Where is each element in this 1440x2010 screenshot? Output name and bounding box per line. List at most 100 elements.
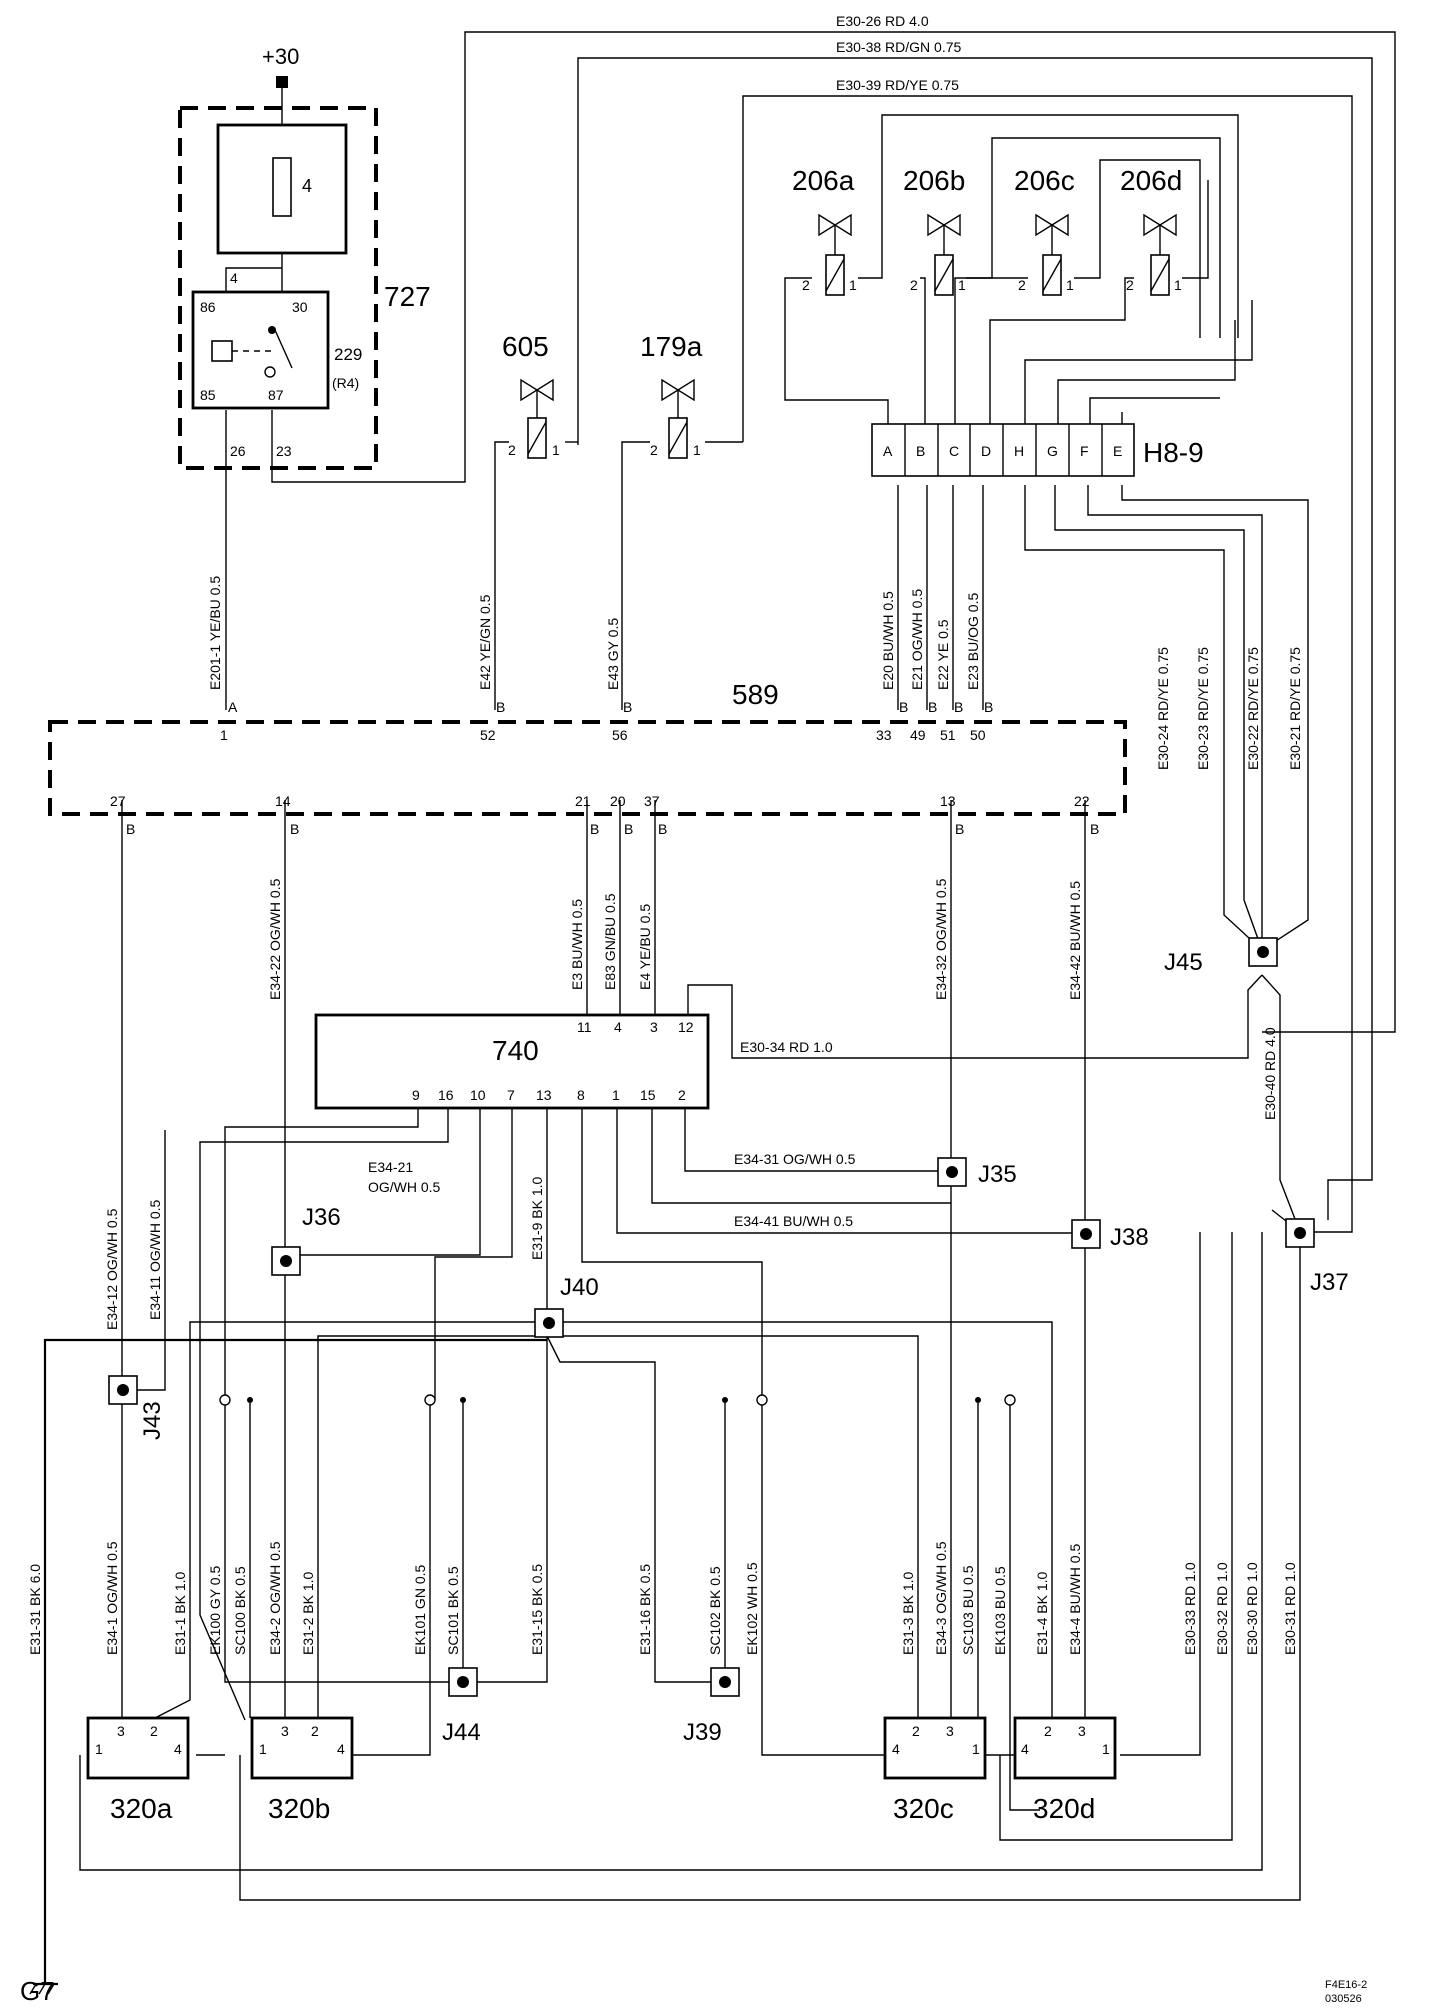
shield-rings bbox=[219, 1394, 1016, 1406]
svg-text:2: 2 bbox=[150, 1723, 158, 1739]
ground-label: G7 bbox=[20, 1976, 55, 2006]
relay-pin-4: 4 bbox=[230, 270, 238, 286]
splice-j45: J45 bbox=[1164, 949, 1203, 976]
svg-text:E30-33 RD 1.0: E30-33 RD 1.0 bbox=[1182, 1562, 1198, 1655]
svg-text:2: 2 bbox=[1018, 277, 1026, 293]
sensor-320d-label: 320d bbox=[1033, 1793, 1095, 1824]
sensor-320d bbox=[1013, 1716, 1117, 1780]
supply-label: +30 bbox=[262, 44, 299, 69]
svg-text:EK100 GY 0.5: EK100 GY 0.5 bbox=[207, 1566, 223, 1655]
svg-text:EK103 BU 0.5: EK103 BU 0.5 bbox=[992, 1566, 1008, 1655]
svg-text:7: 7 bbox=[507, 1087, 515, 1103]
connector-589 bbox=[48, 720, 1127, 816]
svg-text:SC102 BK 0.5: SC102 BK 0.5 bbox=[707, 1566, 723, 1655]
svg-text:2: 2 bbox=[1126, 277, 1134, 293]
c589-pin-21: 21 bbox=[575, 793, 591, 809]
h89-pin-a: A bbox=[883, 443, 893, 459]
c589-pin-1: 1 bbox=[220, 727, 228, 743]
valve-206b-icon bbox=[927, 213, 961, 296]
fuse-icon bbox=[272, 157, 292, 217]
h89-label: H8-9 bbox=[1143, 437, 1204, 468]
svg-text:4: 4 bbox=[614, 1019, 622, 1035]
sensor-320a-label: 320a bbox=[110, 1793, 173, 1824]
svg-text:E34-12 OG/WH 0.5: E34-12 OG/WH 0.5 bbox=[104, 1208, 120, 1330]
wire-labels-horizontal: E30-26 RD 4.0 E30-38 RD/GN 0.75 E30-39 R… bbox=[368, 13, 961, 1229]
h89-pin-f: F bbox=[1080, 443, 1089, 459]
svg-text:E3 BU/WH 0.5: E3 BU/WH 0.5 bbox=[569, 899, 585, 990]
connector-589-label: 589 bbox=[732, 679, 779, 710]
splice-j39: J39 bbox=[683, 1719, 722, 1746]
sensor-320a bbox=[86, 1716, 190, 1780]
c589-pin-33: 33 bbox=[876, 727, 892, 743]
svg-text:B: B bbox=[623, 699, 632, 715]
svg-text:2: 2 bbox=[802, 277, 810, 293]
svg-text:12: 12 bbox=[678, 1019, 694, 1035]
wire-e30-26: E30-26 RD 4.0 bbox=[836, 13, 929, 29]
svg-text:15: 15 bbox=[640, 1087, 656, 1103]
svg-text:E34-4 BU/WH 0.5: E34-4 BU/WH 0.5 bbox=[1067, 1544, 1083, 1655]
svg-text:1: 1 bbox=[693, 442, 701, 458]
svg-text:4: 4 bbox=[892, 1741, 900, 1757]
valve-206d-icon bbox=[1143, 213, 1177, 296]
svg-text:E31-15 BK 0.5: E31-15 BK 0.5 bbox=[529, 1564, 545, 1655]
svg-text:E30-40 RD 4.0: E30-40 RD 4.0 bbox=[1262, 1027, 1278, 1120]
svg-text:9: 9 bbox=[412, 1087, 420, 1103]
sensor-320b bbox=[250, 1716, 354, 1780]
svg-text:8: 8 bbox=[577, 1087, 585, 1103]
svg-text:4: 4 bbox=[337, 1741, 345, 1757]
splice-j35: J35 bbox=[978, 1161, 1017, 1188]
wires bbox=[43, 31, 1396, 1984]
relay-pin-85: 85 bbox=[200, 387, 216, 403]
h89-pin-b: B bbox=[916, 443, 925, 459]
svg-text:1: 1 bbox=[552, 442, 560, 458]
module-740-label: 740 bbox=[492, 1035, 539, 1066]
svg-text:B: B bbox=[1090, 821, 1099, 837]
wire-e34-31: E34-31 OG/WH 0.5 bbox=[734, 1151, 856, 1167]
svg-text:11: 11 bbox=[577, 1019, 592, 1035]
svg-text:4: 4 bbox=[174, 1741, 182, 1757]
connector-h8-9 bbox=[871, 423, 1135, 477]
svg-text:1: 1 bbox=[1066, 277, 1074, 293]
svg-text:E34-1 OG/WH 0.5: E34-1 OG/WH 0.5 bbox=[104, 1541, 120, 1655]
relay-pin-86: 86 bbox=[200, 299, 216, 315]
sensor-320b-label: 320b bbox=[268, 1793, 330, 1824]
svg-text:E30-24 RD/YE 0.75: E30-24 RD/YE 0.75 bbox=[1155, 647, 1171, 770]
footer-date: 030526 bbox=[1325, 1993, 1362, 2005]
svg-text:E34-22 OG/WH 0.5: E34-22 OG/WH 0.5 bbox=[267, 878, 283, 1000]
h89-pin-g: G bbox=[1047, 443, 1058, 459]
svg-text:B: B bbox=[126, 821, 135, 837]
valve-206a-label: 206a bbox=[792, 165, 855, 196]
svg-text:E30-23 RD/YE 0.75: E30-23 RD/YE 0.75 bbox=[1195, 647, 1211, 770]
splice-j40: J40 bbox=[560, 1274, 599, 1301]
svg-text:E4 YE/BU 0.5: E4 YE/BU 0.5 bbox=[637, 904, 653, 990]
sensor-320c bbox=[883, 1716, 987, 1780]
svg-text:13: 13 bbox=[536, 1087, 552, 1103]
relay-pin-26: 26 bbox=[230, 443, 246, 459]
module-740 bbox=[314, 1013, 710, 1110]
c589-pin-20: 20 bbox=[610, 793, 626, 809]
svg-text:E30-21 RD/YE 0.75: E30-21 RD/YE 0.75 bbox=[1287, 647, 1303, 770]
svg-text:E34-32 OG/WH 0.5: E34-32 OG/WH 0.5 bbox=[933, 878, 949, 1000]
svg-text:E34-2 OG/WH 0.5: E34-2 OG/WH 0.5 bbox=[267, 1541, 283, 1655]
h89-pin-d: D bbox=[981, 443, 991, 459]
splices bbox=[108, 937, 1315, 1697]
svg-text:3: 3 bbox=[650, 1019, 658, 1035]
svg-text:3: 3 bbox=[1078, 1723, 1086, 1739]
svg-text:1: 1 bbox=[259, 1741, 267, 1757]
svg-text:B: B bbox=[496, 699, 505, 715]
svg-text:E21 OG/WH 0.5: E21 OG/WH 0.5 bbox=[909, 589, 925, 690]
svg-text:B: B bbox=[590, 821, 599, 837]
c589-pin-52: 52 bbox=[480, 727, 496, 743]
svg-text:B: B bbox=[955, 821, 964, 837]
svg-text:1: 1 bbox=[1102, 1741, 1110, 1757]
svg-text:E42 YE/GN 0.5: E42 YE/GN 0.5 bbox=[477, 594, 493, 690]
splice-j37: J37 bbox=[1310, 1269, 1349, 1296]
svg-text:16: 16 bbox=[438, 1087, 454, 1103]
splice-j43: J43 bbox=[139, 1401, 166, 1440]
labels: +30 4 727 229 (R4) 4 86 30 85 87 26 23 6… bbox=[20, 44, 1367, 2006]
svg-text:E31-4 BK 1.0: E31-4 BK 1.0 bbox=[1034, 1572, 1050, 1655]
svg-text:E31-9 BK 1.0: E31-9 BK 1.0 bbox=[529, 1177, 545, 1260]
h89-pin-h: H bbox=[1014, 443, 1024, 459]
svg-text:1: 1 bbox=[612, 1087, 620, 1103]
